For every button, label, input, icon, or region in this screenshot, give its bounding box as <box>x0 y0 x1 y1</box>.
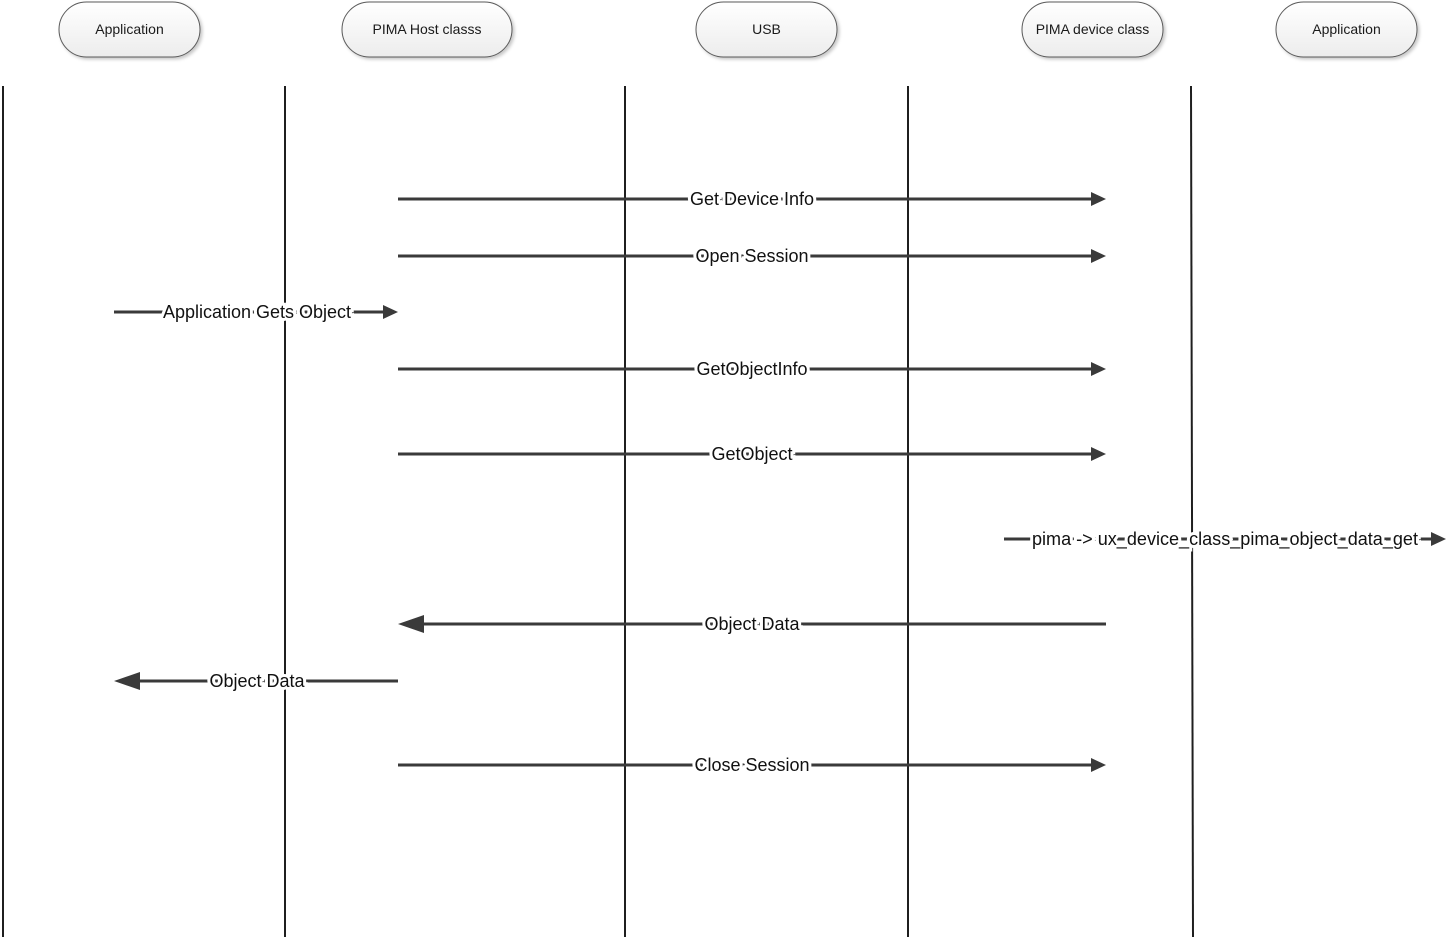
message-object-data-device: Object Data <box>398 611 1106 637</box>
message-open-session: Open Session <box>398 243 1106 269</box>
actor-label: Application <box>95 21 164 37</box>
arrowhead-right-icon <box>1091 758 1106 772</box>
message-object-data-host: Object Data <box>114 668 398 694</box>
message-label: GetObject <box>711 444 792 464</box>
arrowhead-right-icon <box>383 305 398 319</box>
message-application-gets-object: Application Gets Object <box>114 299 398 325</box>
actor-label: PIMA Host classs <box>373 21 482 37</box>
message-get-object-info: GetObjectInfo <box>398 356 1106 382</box>
actor-pima-device-class: PIMA device class <box>1021 1 1164 58</box>
arrowhead-left-icon <box>398 615 424 633</box>
message-pima-object-data-get: pima -> ux_device_class_pima_object_data… <box>1004 526 1446 553</box>
arrowhead-right-icon <box>1091 447 1106 461</box>
arrowhead-right-icon <box>1091 362 1106 376</box>
actor-application-host: Application <box>58 1 201 58</box>
arrowhead-left-icon <box>114 672 140 690</box>
message-label: Application Gets Object <box>163 302 351 322</box>
message-get-device-info: Get Device Info <box>398 186 1106 212</box>
actor-application-device: Application <box>1275 1 1418 58</box>
message-label: Object Data <box>704 614 800 634</box>
message-label: Get Device Info <box>690 189 814 209</box>
message-get-object: GetObject <box>398 441 1106 467</box>
arrowhead-right-icon <box>1091 249 1106 263</box>
message-label: Open Session <box>695 246 808 266</box>
actor-label: USB <box>752 21 781 37</box>
arrowhead-right-icon <box>1431 532 1446 546</box>
message-label: GetObjectInfo <box>696 359 807 379</box>
actor-label: PIMA device class <box>1036 21 1150 37</box>
lifeline-5 <box>1190 85 1194 937</box>
actor-pima-host-class: PIMA Host classs <box>341 1 513 58</box>
arrowhead-right-icon <box>1091 192 1106 206</box>
message-label: Close Session <box>694 755 809 775</box>
message-label: Object Data <box>209 671 305 691</box>
lifelines <box>2 85 1194 937</box>
actor-label: Application <box>1312 21 1381 37</box>
message-label: pima -> ux_device_class_pima_object_data… <box>1032 529 1418 550</box>
actor-usb: USB <box>695 1 838 58</box>
message-close-session: Close Session <box>398 752 1106 778</box>
